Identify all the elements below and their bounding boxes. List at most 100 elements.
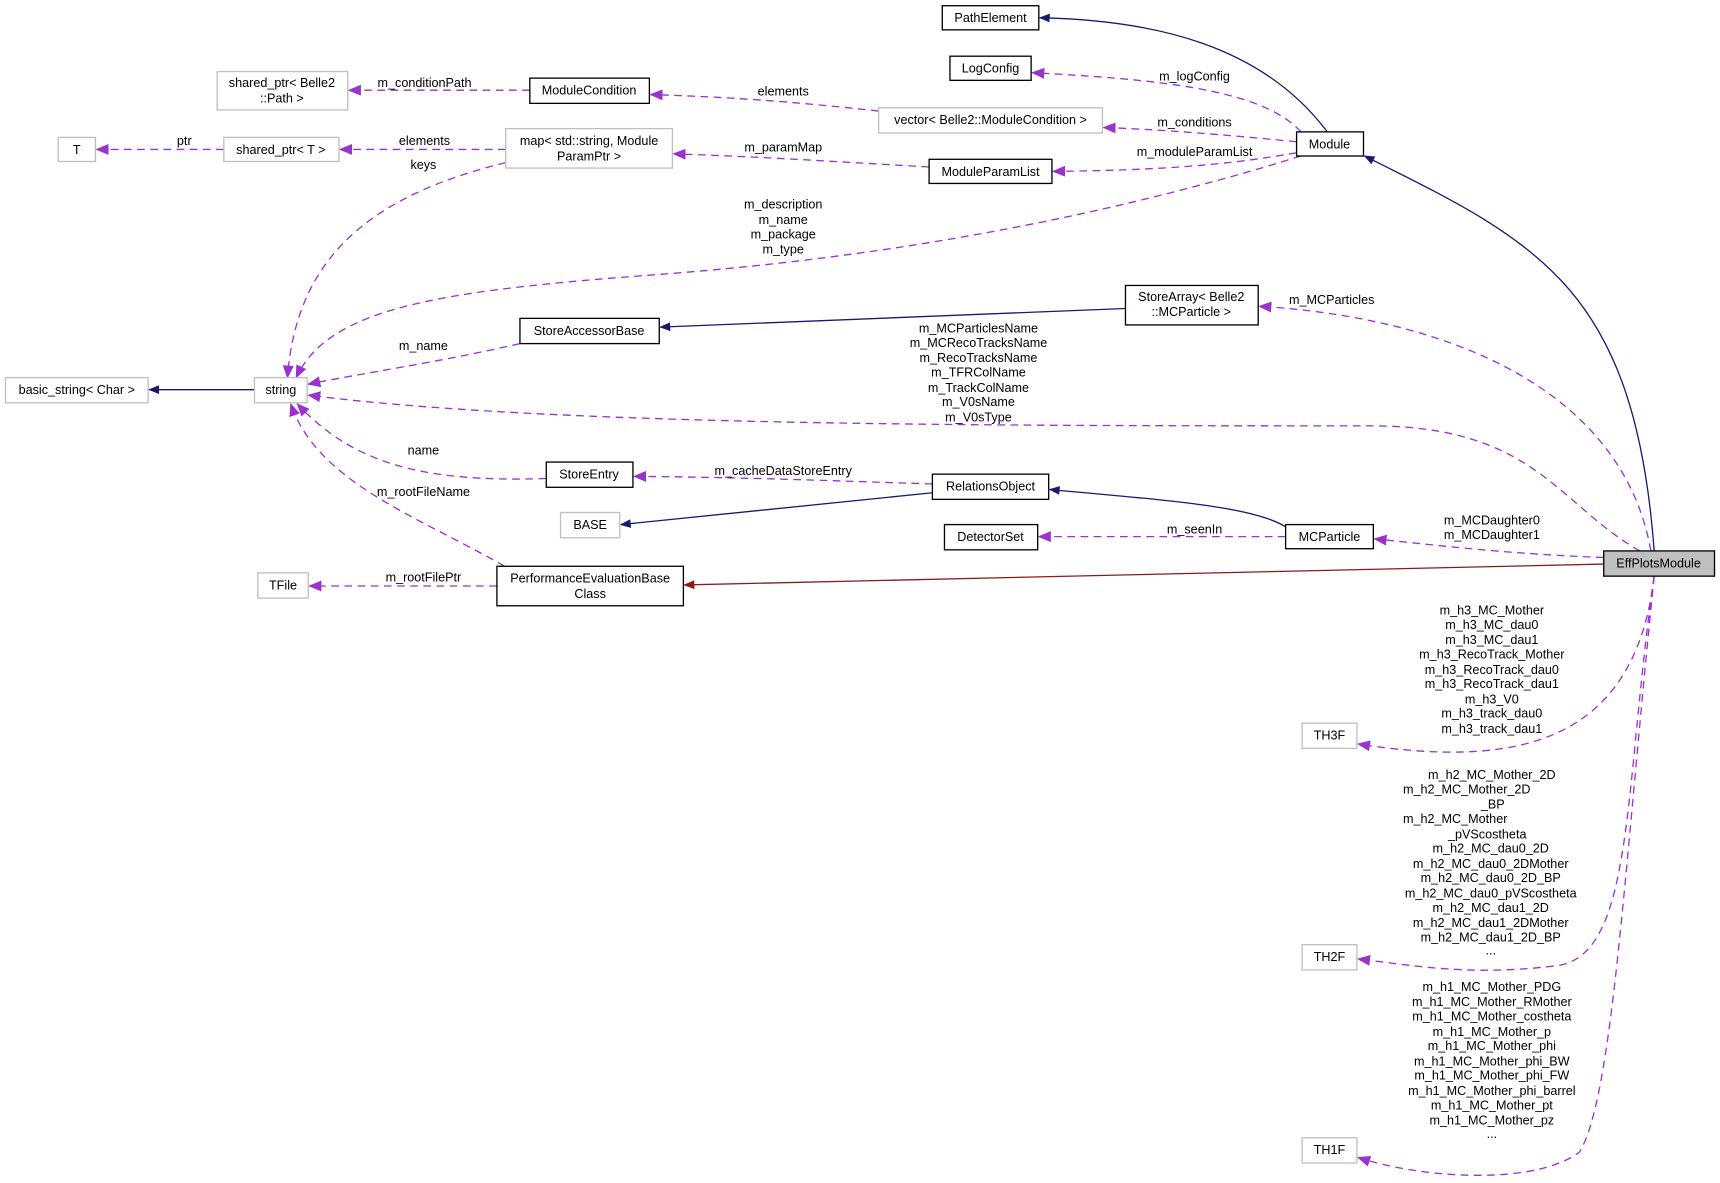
label-h3: m_h3_MC_dau0 (1445, 618, 1538, 632)
label-h2: m_h2_MC_dau1_2D (1433, 901, 1549, 915)
node-label: TH2F (1314, 950, 1346, 964)
label-conditions: m_conditions (1157, 115, 1231, 129)
node-store-entry[interactable]: StoreEntry (545, 461, 634, 488)
label-h1: ... (1487, 1127, 1498, 1141)
node-label: TFile (269, 578, 297, 592)
label-eff-string: m_V0sType (945, 410, 1012, 424)
node-module[interactable]: Module (1295, 131, 1365, 157)
node-label: PerformanceEvaluationBase (510, 572, 670, 586)
node-shared-ptr-path[interactable]: shared_ptr< Belle2::Path > (216, 70, 349, 111)
edge-paramlist-map (672, 148, 930, 168)
label-param-map: m_paramMap (744, 141, 822, 155)
label-eff-string: m_TFRColName (931, 365, 1026, 379)
node-path-element[interactable]: PathElement (941, 5, 1040, 31)
label-h2: m_h2_MC_dau1_2DMother (1413, 916, 1569, 930)
node-shared-ptr-t[interactable]: shared_ptr< T > (223, 136, 340, 163)
node-label: StoreArray< Belle2 (1138, 290, 1244, 304)
node-th1f[interactable]: TH1F (1301, 1137, 1358, 1164)
label-h2: m_h2_MC_dau0_2D_BP (1421, 871, 1561, 885)
edge-effplots-string (307, 391, 1641, 552)
label-eff-string: m_MCRecoTracksName (910, 336, 1048, 350)
label-h1: m_h1_MC_Mother_pt (1431, 1098, 1553, 1112)
label-h1-list: m_h1_MC_Mother_PDG m_h1_MC_Mother_RMothe… (1408, 980, 1576, 1141)
edge-effplots-storearray (1258, 301, 1652, 552)
label-h2: m_h2_MC_Mother_2D (1403, 782, 1531, 796)
label-h2: m_h2_MC_dau0_2DMother (1413, 857, 1569, 871)
node-label: StoreEntry (559, 468, 619, 482)
edge-module-pathelement (1038, 13, 1328, 133)
label-module-param-list: m_moduleParamList (1137, 145, 1253, 159)
node-label: BASE (573, 518, 607, 532)
edge-storearray-storeaccessorbase (659, 307, 1126, 332)
label-root-file-name: m_rootFileName (377, 485, 470, 499)
label-h2: ... (1485, 944, 1496, 958)
node-label: MCParticle (1299, 530, 1361, 544)
edge-map-string-keys (282, 161, 506, 379)
node-mc-particle[interactable]: MCParticle (1284, 523, 1375, 550)
edge-effplots-th3f (1356, 576, 1655, 753)
node-detector-set[interactable]: DetectorSet (943, 523, 1039, 551)
node-label: EffPlotsModule (1616, 556, 1701, 570)
node-th3f[interactable]: TH3F (1301, 722, 1358, 750)
label-eff-string: m_V0sName (942, 395, 1015, 409)
label-eff-string: m_RecoTracksName (919, 351, 1037, 365)
node-label: RelationsObject (946, 480, 1036, 494)
label-h2: m_h2_MC_dau0_pVScostheta (1405, 887, 1578, 901)
edge-effplots-perfeval (683, 563, 1604, 590)
node-label: Class (574, 587, 606, 601)
label-h3-list: m_h3_MC_Mother m_h3_MC_dau0 m_h3_MC_dau1… (1419, 604, 1564, 736)
node-label: map< std::string, Module (520, 134, 658, 148)
edge-effplots-th2f (1356, 576, 1655, 971)
node-store-accessor-base[interactable]: StoreAccessorBase (519, 317, 660, 345)
node-label: basic_string< Char > (19, 383, 135, 397)
node-label: PathElement (954, 11, 1027, 25)
label-accessor-name: m_name (399, 339, 448, 353)
label-seen-in: m_seenIn (1167, 522, 1222, 536)
label-h2: m_h2_MC_Mother (1403, 812, 1507, 826)
label-h3: m_h3_RecoTrack_Mother (1419, 647, 1564, 661)
node-label: LogConfig (962, 62, 1020, 76)
edge-effplots-module (1363, 155, 1655, 551)
label-h2-list: m_h2_MC_Mother_2D m_h2_MC_Mother_2D _BP … (1403, 768, 1578, 958)
node-label: ParamPtr > (557, 149, 621, 163)
label-module-strings-0: m_description (744, 198, 823, 212)
label-h1: m_h1_MC_Mother_costheta (1412, 1009, 1572, 1023)
node-module-condition[interactable]: ModuleCondition (529, 77, 651, 105)
edge-perfeval-string (289, 402, 505, 567)
node-store-array[interactable]: StoreArray< Belle2::MCParticle > (1124, 284, 1259, 326)
label-h1: m_h1_MC_Mother_phi_BW (1414, 1054, 1570, 1068)
edges (95, 13, 1655, 1177)
label-h3: m_h3_MC_Mother (1440, 604, 1544, 618)
node-basic-string[interactable]: basic_string< Char > (4, 376, 149, 404)
node-tfile[interactable]: TFile (257, 572, 309, 599)
node-t[interactable]: T (57, 136, 97, 163)
node-relations-object[interactable]: RelationsObject (931, 473, 1050, 501)
node-label: ::MCParticle > (1152, 305, 1232, 319)
label-log-config: m_logConfig (1159, 69, 1230, 83)
edge-module-string (295, 155, 1302, 379)
node-th2f[interactable]: TH2F (1301, 944, 1358, 971)
node-module-param-list[interactable]: ModuleParamList (928, 158, 1053, 185)
node-base[interactable]: BASE (559, 511, 621, 539)
node-label: TH1F (1314, 1143, 1346, 1157)
node-label: ModuleCondition (542, 84, 637, 98)
label-condition-path: m_conditionPath (378, 76, 472, 90)
label-h1: m_h1_MC_Mother_pz (1429, 1114, 1554, 1128)
node-eff-plots-module[interactable]: EffPlotsModule (1603, 550, 1716, 577)
node-label: TH3F (1314, 729, 1346, 743)
node-label: shared_ptr< Belle2 (229, 76, 335, 90)
edge-mcparticle-relationsobject (1048, 486, 1286, 528)
label-ptr: ptr (177, 134, 192, 148)
label-h3: m_h3_RecoTrack_dau0 (1425, 663, 1559, 677)
node-label: StoreAccessorBase (534, 324, 645, 338)
node-label: shared_ptr< T > (236, 143, 325, 157)
node-log-config[interactable]: LogConfig (949, 55, 1032, 81)
edge-effplots-mcparticle (1373, 534, 1604, 559)
node-string[interactable]: string (253, 376, 308, 404)
node-vector-module-condition[interactable]: vector< Belle2::ModuleCondition > (877, 107, 1104, 134)
label-daughter-0: m_MCDaughter0 (1444, 514, 1540, 528)
label-h1: m_h1_MC_Mother_phi_barrel (1408, 1084, 1576, 1098)
label-h3: m_h3_RecoTrack_dau1 (1425, 677, 1559, 691)
